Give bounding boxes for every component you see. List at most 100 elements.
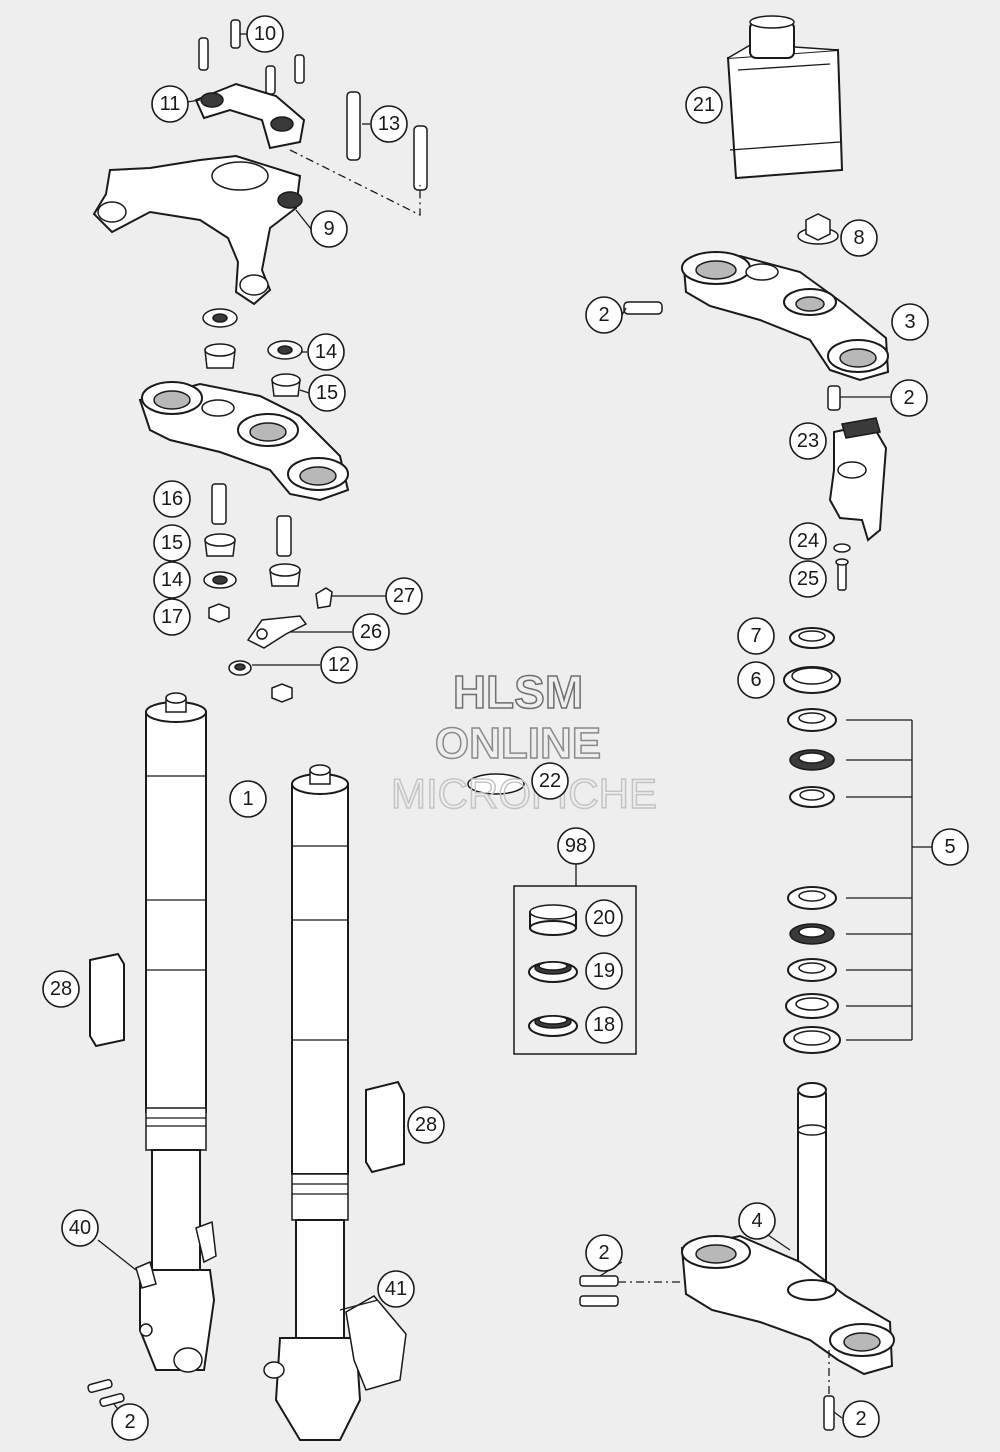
callout-28-right[interactable]: 28 [407, 1106, 445, 1144]
callout-label: 28 [415, 1114, 437, 1136]
callout-label: 9 [323, 218, 334, 240]
bearing-kit-98 [513, 862, 637, 1055]
callout-label: 2 [903, 387, 914, 409]
callout-label: 2 [855, 1408, 866, 1430]
callout-label: 11 [160, 93, 181, 115]
callout-41[interactable]: 41 [377, 1270, 415, 1308]
lower-triple-clamp-4 [680, 1234, 895, 1376]
grommet-12 [228, 660, 252, 676]
callout-15-lower[interactable]: 15 [153, 524, 191, 562]
watermark-line-2: ONLINE [435, 719, 601, 768]
callout-label: 22 [539, 770, 561, 792]
callout-label: 2 [598, 1242, 609, 1264]
callout-label: 2 [124, 1411, 135, 1433]
oil-can-21 [726, 15, 844, 180]
bolt-13-group [346, 91, 428, 191]
callout-label: 14 [161, 569, 183, 591]
leader-lines [97, 33, 890, 1421]
bolt-8 [797, 213, 839, 245]
callout-4[interactable]: 4 [738, 1202, 776, 1240]
callout-12[interactable]: 12 [320, 646, 358, 684]
callout-28-left[interactable]: 28 [42, 970, 80, 1008]
callout-label: 17 [161, 606, 183, 628]
upper-triple-clamp-3 [681, 251, 890, 382]
watermark: HLSM ONLINE MICROFICHE [390, 665, 658, 818]
callout-label: 23 [797, 430, 819, 452]
callout-16[interactable]: 16 [153, 480, 191, 518]
callout-label: 18 [593, 1014, 615, 1036]
assembly-line-13 [289, 149, 421, 217]
screw-2-clamp4-left [579, 1275, 619, 1307]
callout-label: 28 [50, 978, 72, 1000]
handlebar-clamp-11 [194, 82, 306, 150]
callout-26[interactable]: 26 [352, 613, 390, 651]
callout-2-bottom-left[interactable]: 2 [111, 1403, 149, 1441]
callout-label: 98 [565, 835, 587, 857]
callout-label: 6 [750, 669, 761, 691]
cover-23 [828, 417, 888, 542]
callout-7[interactable]: 7 [737, 617, 775, 655]
bracket-26 [246, 615, 308, 649]
screw-2-bottom-left [87, 1378, 125, 1408]
steering-stem-4 [797, 1082, 827, 1291]
screw-2-clamp4-bottom [823, 1395, 835, 1431]
o-ring-22 [467, 773, 525, 795]
callout-2-clamp3-left[interactable]: 2 [585, 296, 623, 334]
callout-3[interactable]: 3 [891, 303, 929, 341]
callout-2-clamp4-bottom[interactable]: 2 [842, 1400, 880, 1438]
watermark-line-1: HLSM [453, 666, 583, 718]
callout-24[interactable]: 24 [789, 522, 827, 560]
callout-15-upper[interactable]: 15 [308, 374, 346, 412]
callout-40[interactable]: 40 [61, 1209, 99, 1247]
screw-2-clamp3-bottom [827, 385, 841, 411]
callout-label: 19 [593, 960, 615, 982]
callout-11[interactable]: 11 [151, 85, 189, 123]
callout-8[interactable]: 8 [840, 219, 878, 257]
bracket-9 [92, 154, 303, 306]
callout-label: 15 [316, 382, 338, 404]
callout-25[interactable]: 25 [789, 560, 827, 598]
callout-19[interactable]: 19 [585, 952, 623, 990]
callout-22[interactable]: 22 [531, 762, 569, 800]
callout-label: 25 [797, 568, 819, 590]
callout-14-upper[interactable]: 14 [307, 333, 345, 371]
callout-18[interactable]: 18 [585, 1006, 623, 1044]
callout-2-clamp4-left[interactable]: 2 [585, 1234, 623, 1272]
callout-23[interactable]: 23 [789, 422, 827, 460]
callout-label: 7 [750, 625, 761, 647]
callout-label: 4 [751, 1210, 762, 1232]
callout-2-clamp3-bottom[interactable]: 2 [890, 379, 928, 417]
callout-98[interactable]: 98 [557, 827, 595, 865]
guard-28-right [365, 1080, 405, 1174]
bushing-15-top-left [204, 343, 236, 369]
callout-5[interactable]: 5 [931, 828, 969, 866]
callout-27[interactable]: 27 [385, 577, 423, 615]
callout-17[interactable]: 17 [153, 598, 191, 636]
bearing-20 [529, 904, 577, 936]
callout-6[interactable]: 6 [737, 661, 775, 699]
callout-label: 16 [161, 488, 183, 510]
bushing-15-lower [204, 533, 301, 587]
washer-top [202, 308, 238, 328]
fork-leg-right [263, 764, 407, 1441]
callout-label: 21 [693, 94, 715, 116]
callout-14-lower[interactable]: 14 [153, 561, 191, 599]
dust-seal-6 [783, 666, 841, 694]
guard-28-left [89, 952, 125, 1048]
callout-label: 40 [69, 1217, 91, 1239]
callout-21[interactable]: 21 [685, 86, 723, 124]
callout-10[interactable]: 10 [246, 15, 284, 53]
callout-label: 13 [378, 113, 400, 135]
washer-14-top [267, 340, 303, 360]
callout-9[interactable]: 9 [310, 210, 348, 248]
callout-20[interactable]: 20 [585, 899, 623, 937]
screw-25 [835, 558, 849, 591]
callout-label: 14 [315, 341, 337, 363]
screw-2-clamp3-left [623, 301, 663, 315]
bearing-19 [528, 961, 578, 983]
callout-label: 5 [944, 836, 955, 858]
callout-1[interactable]: 1 [229, 780, 267, 818]
callout-label: 1 [242, 788, 253, 810]
callout-13[interactable]: 13 [370, 105, 408, 143]
